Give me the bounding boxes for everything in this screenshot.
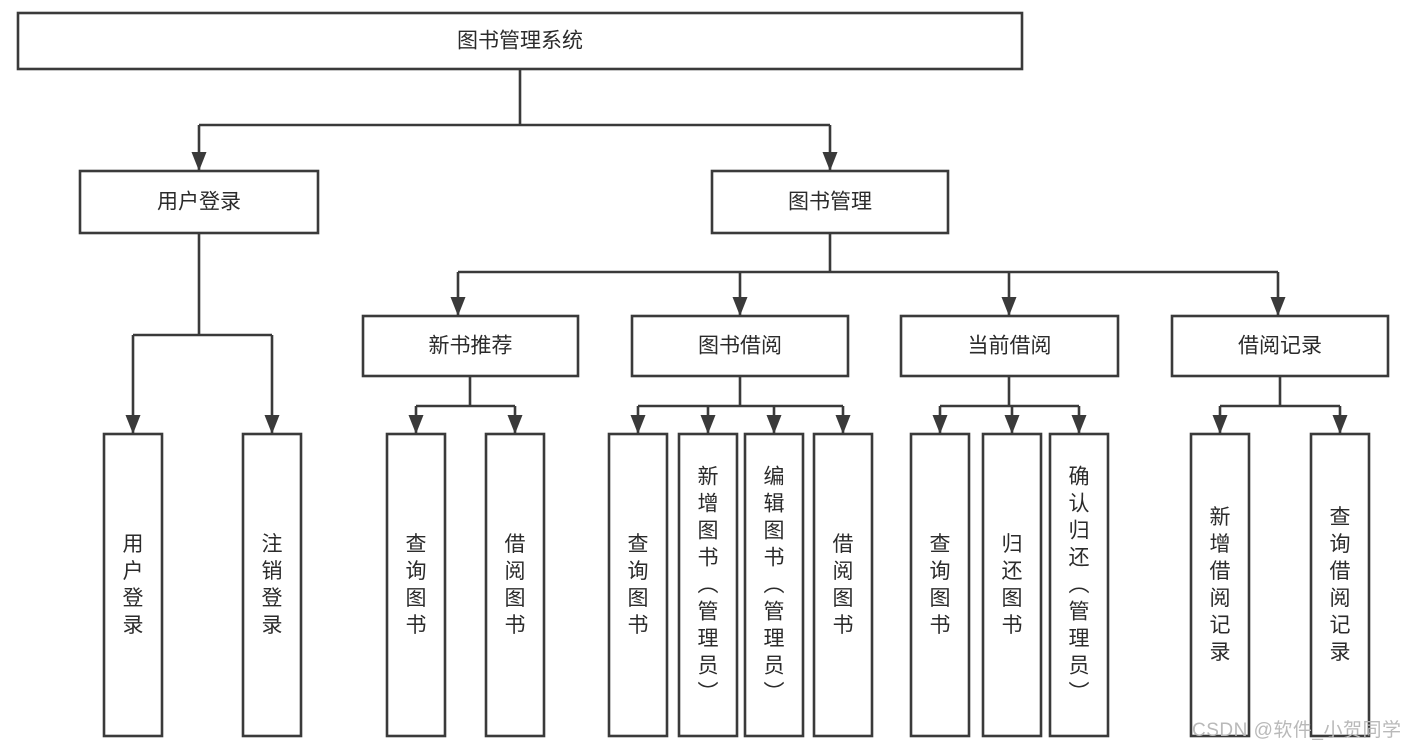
node-label: 借阅记录 [1238,335,1322,358]
node-leaf-query-record[interactable]: 查询借阅记录 [1309,432,1371,738]
node-label: 图书管理系统 [457,30,583,53]
node-label: 查询图书 [406,533,427,637]
node-label: 新增借阅记录 [1210,506,1231,664]
csdn-watermark: CSDN @软件_小贺同学 [1192,720,1402,741]
node-label: 借阅图书 [505,533,526,637]
connector-layer [125,69,1348,434]
node-label: 查询图书 [628,533,649,637]
node-layer: 图书管理系统用户登录图书管理新书推荐图书借阅当前借阅借阅记录用户登录注销登录查询… [16,11,1390,738]
node-leaf-add-book[interactable]: 新增图书︵管理员︶ [677,432,739,738]
node-leaf-add-record[interactable]: 新增借阅记录 [1189,432,1251,738]
node-leaf-borrow-book-1[interactable]: 借阅图书 [484,432,546,738]
node-label: 图书借阅 [698,335,782,358]
node-leaf-query-book-3[interactable]: 查询图书 [909,432,971,738]
node-leaf-logout[interactable]: 注销登录 [241,432,303,738]
node-leaf-confirm-return[interactable]: 确认归还︵管理员︶ [1048,432,1110,738]
connector-user-login [125,233,280,434]
connector-book-manage [450,233,1286,316]
node-current-borrow[interactable]: 当前借阅 [899,314,1120,378]
node-leaf-user-login[interactable]: 用户登录 [102,432,164,738]
node-label: 图书管理 [788,191,872,214]
node-book-borrow[interactable]: 图书借阅 [630,314,850,378]
connector-book-borrow [630,376,851,434]
connector-borrow-record [1212,376,1348,434]
node-label: 查询图书 [930,533,951,637]
node-label: 注销登录 [262,533,283,637]
node-label: 查询借阅记录 [1330,506,1351,664]
node-label: 借阅图书 [833,533,854,637]
connector-current-borrow [932,376,1087,434]
connector-new-book-rec [408,376,523,434]
node-leaf-query-book-2[interactable]: 查询图书 [607,432,669,738]
node-user-login[interactable]: 用户登录 [78,169,320,235]
node-label: 归还图书 [1002,533,1023,637]
node-new-book-rec[interactable]: 新书推荐 [361,314,580,378]
node-leaf-borrow-book-2[interactable]: 借阅图书 [812,432,874,738]
node-label: 用户登录 [123,533,144,637]
node-leaf-query-book-1[interactable]: 查询图书 [385,432,447,738]
node-label: 当前借阅 [968,335,1052,358]
connector-root [191,69,838,171]
node-label: 编辑图书︵管理员︶ [764,466,785,705]
node-label: 新书推荐 [429,335,513,358]
node-label: 新增图书︵管理员︶ [698,466,719,705]
node-book-manage[interactable]: 图书管理 [710,169,950,235]
node-label: 确认归还︵管理员︶ [1069,466,1090,705]
node-leaf-return-book[interactable]: 归还图书 [981,432,1043,738]
node-borrow-record[interactable]: 借阅记录 [1170,314,1390,378]
node-root[interactable]: 图书管理系统 [16,11,1024,71]
node-leaf-edit-book[interactable]: 编辑图书︵管理员︶ [743,432,805,738]
node-label: 用户登录 [157,191,241,214]
